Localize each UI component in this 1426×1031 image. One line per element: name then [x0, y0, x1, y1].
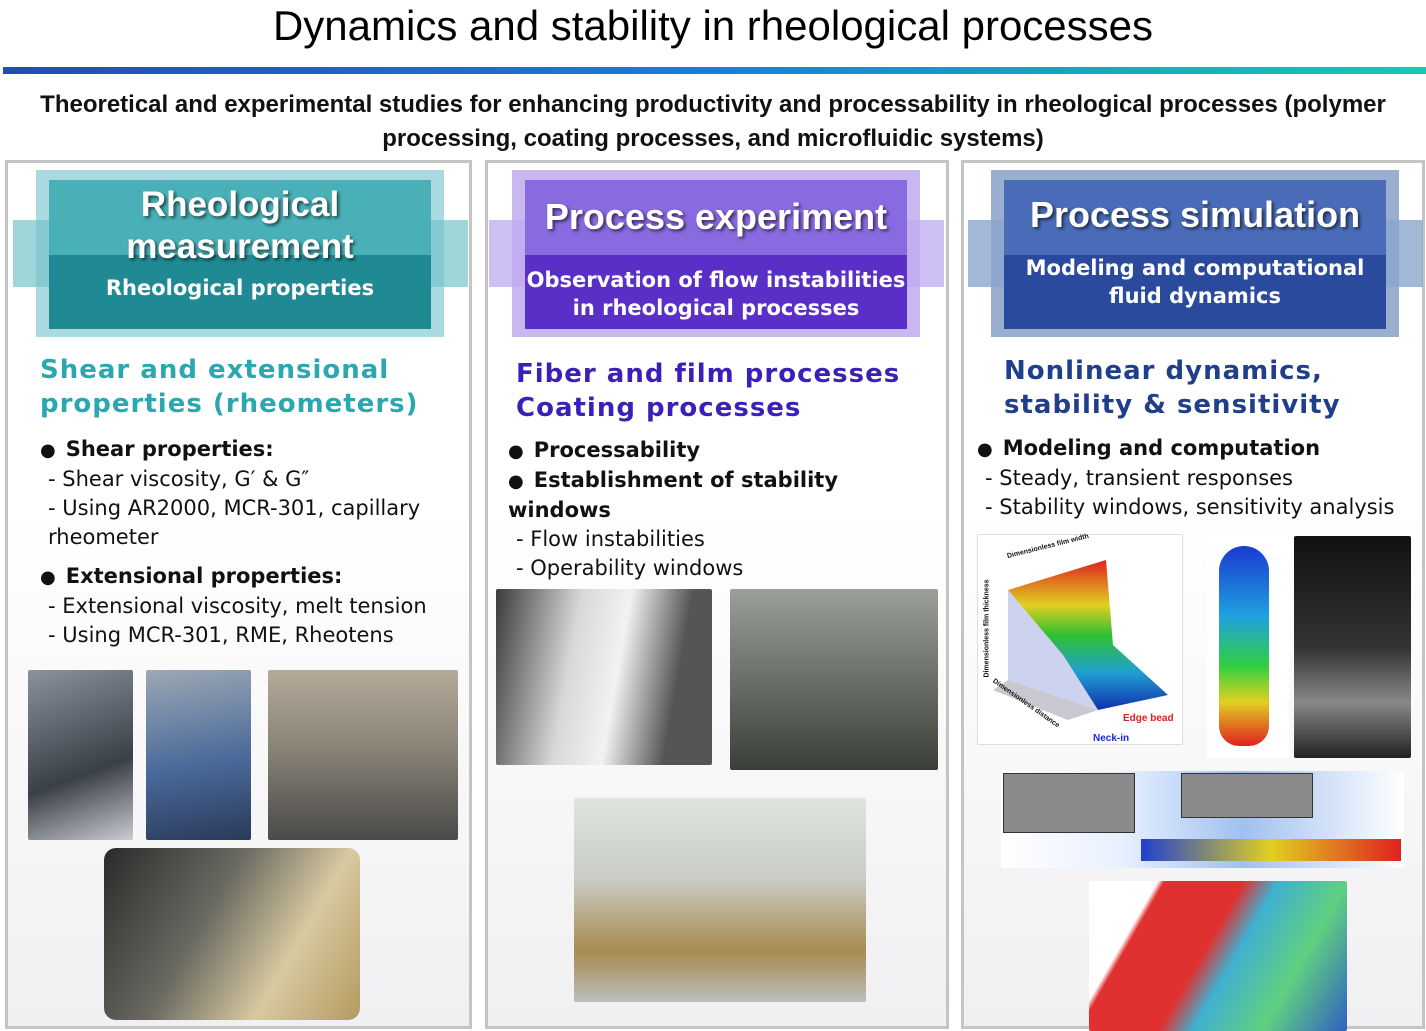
film-casting-surface-plot: Dimensionless film width Dimensionless f… — [977, 533, 1183, 745]
heading-line: stability & sensitivity — [1004, 390, 1341, 420]
edge-bead-label: Edge bead — [1123, 713, 1174, 724]
header-subtitle: Modeling and computational fluid dynamic… — [1025, 256, 1365, 308]
heading-line: Nonlinear dynamics, — [1004, 356, 1323, 386]
sub-item: - Steady, transient responses — [985, 466, 1293, 490]
jet-experiment-photo — [1294, 536, 1411, 758]
header-title: Process simulation — [1029, 194, 1361, 235]
bullet-item: Extensional properties: — [40, 562, 460, 592]
simulation-list: Modeling and computation - Steady, trans… — [977, 434, 1422, 522]
jet-simulation-image — [1207, 536, 1289, 758]
rheometer-photo-3 — [268, 670, 458, 840]
sub-item: - Using MCR-301, RME, Rheotens — [48, 623, 394, 647]
panel-process-simulation: Process simulation Modeling and computat… — [961, 160, 1425, 1031]
panel-rheological-measurement: Rheological measurement Rheological prop… — [5, 160, 472, 1029]
section-heading: Shear and extensional properties (rheomet… — [40, 353, 419, 421]
bullet-item: Processability — [508, 436, 948, 466]
heading-line: Shear and extensional — [40, 355, 390, 385]
header-title: Rheological measurement — [126, 185, 354, 266]
section-heading: Nonlinear dynamics, stability & sensitivi… — [1004, 354, 1341, 422]
coating-photo — [730, 589, 938, 770]
y-axis-label: Dimensionless film thickness — [983, 579, 991, 678]
property-list: Shear properties: - Shear viscosity, G′ … — [40, 435, 460, 650]
bullet-item: Modeling and computation — [977, 434, 1422, 464]
rheotens-photo — [104, 848, 360, 1020]
surface-plot-graphic — [993, 560, 1168, 720]
header-subtitle: Rheological properties — [105, 276, 375, 300]
sub-item: - Extensional viscosity, melt tension — [48, 594, 427, 618]
page-subtitle: Theoretical and experimental studies for… — [40, 91, 1386, 152]
sub-item: - Using AR2000, MCR-301, capillary rheom… — [48, 496, 421, 549]
extrusion-line-photo — [574, 798, 866, 1002]
panel-header: Rheological measurement Rheological prop… — [49, 180, 431, 329]
coating-3d-simulation — [1089, 881, 1347, 1031]
heading-line: Coating processes — [516, 393, 802, 423]
panel-process-experiment: Process experiment Observation of flow i… — [485, 160, 949, 1029]
sub-item: - Stability windows, sensitivity analysi… — [985, 495, 1395, 519]
heading-line: properties (rheometers) — [40, 389, 419, 419]
title-divider — [3, 67, 1426, 74]
sub-item: - Flow instabilities — [516, 527, 705, 551]
fiber-spinning-photo — [496, 589, 712, 765]
header-title: Process experiment — [544, 196, 888, 237]
neck-in-label: Neck-in — [1093, 733, 1130, 744]
heading-line: Fiber and film processes — [516, 359, 901, 389]
bullet-item: Establishment of stability windows — [508, 466, 948, 525]
coating-flow-streamlines — [1001, 771, 1404, 868]
rheometer-photo-2 — [146, 670, 251, 840]
header-subtitle: Observation of flow instabilities in rhe… — [526, 268, 906, 320]
panel-header: Process experiment Observation of flow i… — [525, 180, 907, 329]
page-title: Dynamics and stability in rheological pr… — [272, 2, 1154, 49]
process-list: Processability Establishment of stabilit… — [508, 436, 948, 583]
panel-header: Process simulation Modeling and computat… — [1004, 180, 1386, 329]
bullet-item: Shear properties: — [40, 435, 460, 465]
sub-item: - Shear viscosity, G′ & G″ — [48, 467, 310, 491]
sub-item: - Operability windows — [516, 556, 744, 580]
rheometer-photo-1 — [28, 670, 133, 840]
